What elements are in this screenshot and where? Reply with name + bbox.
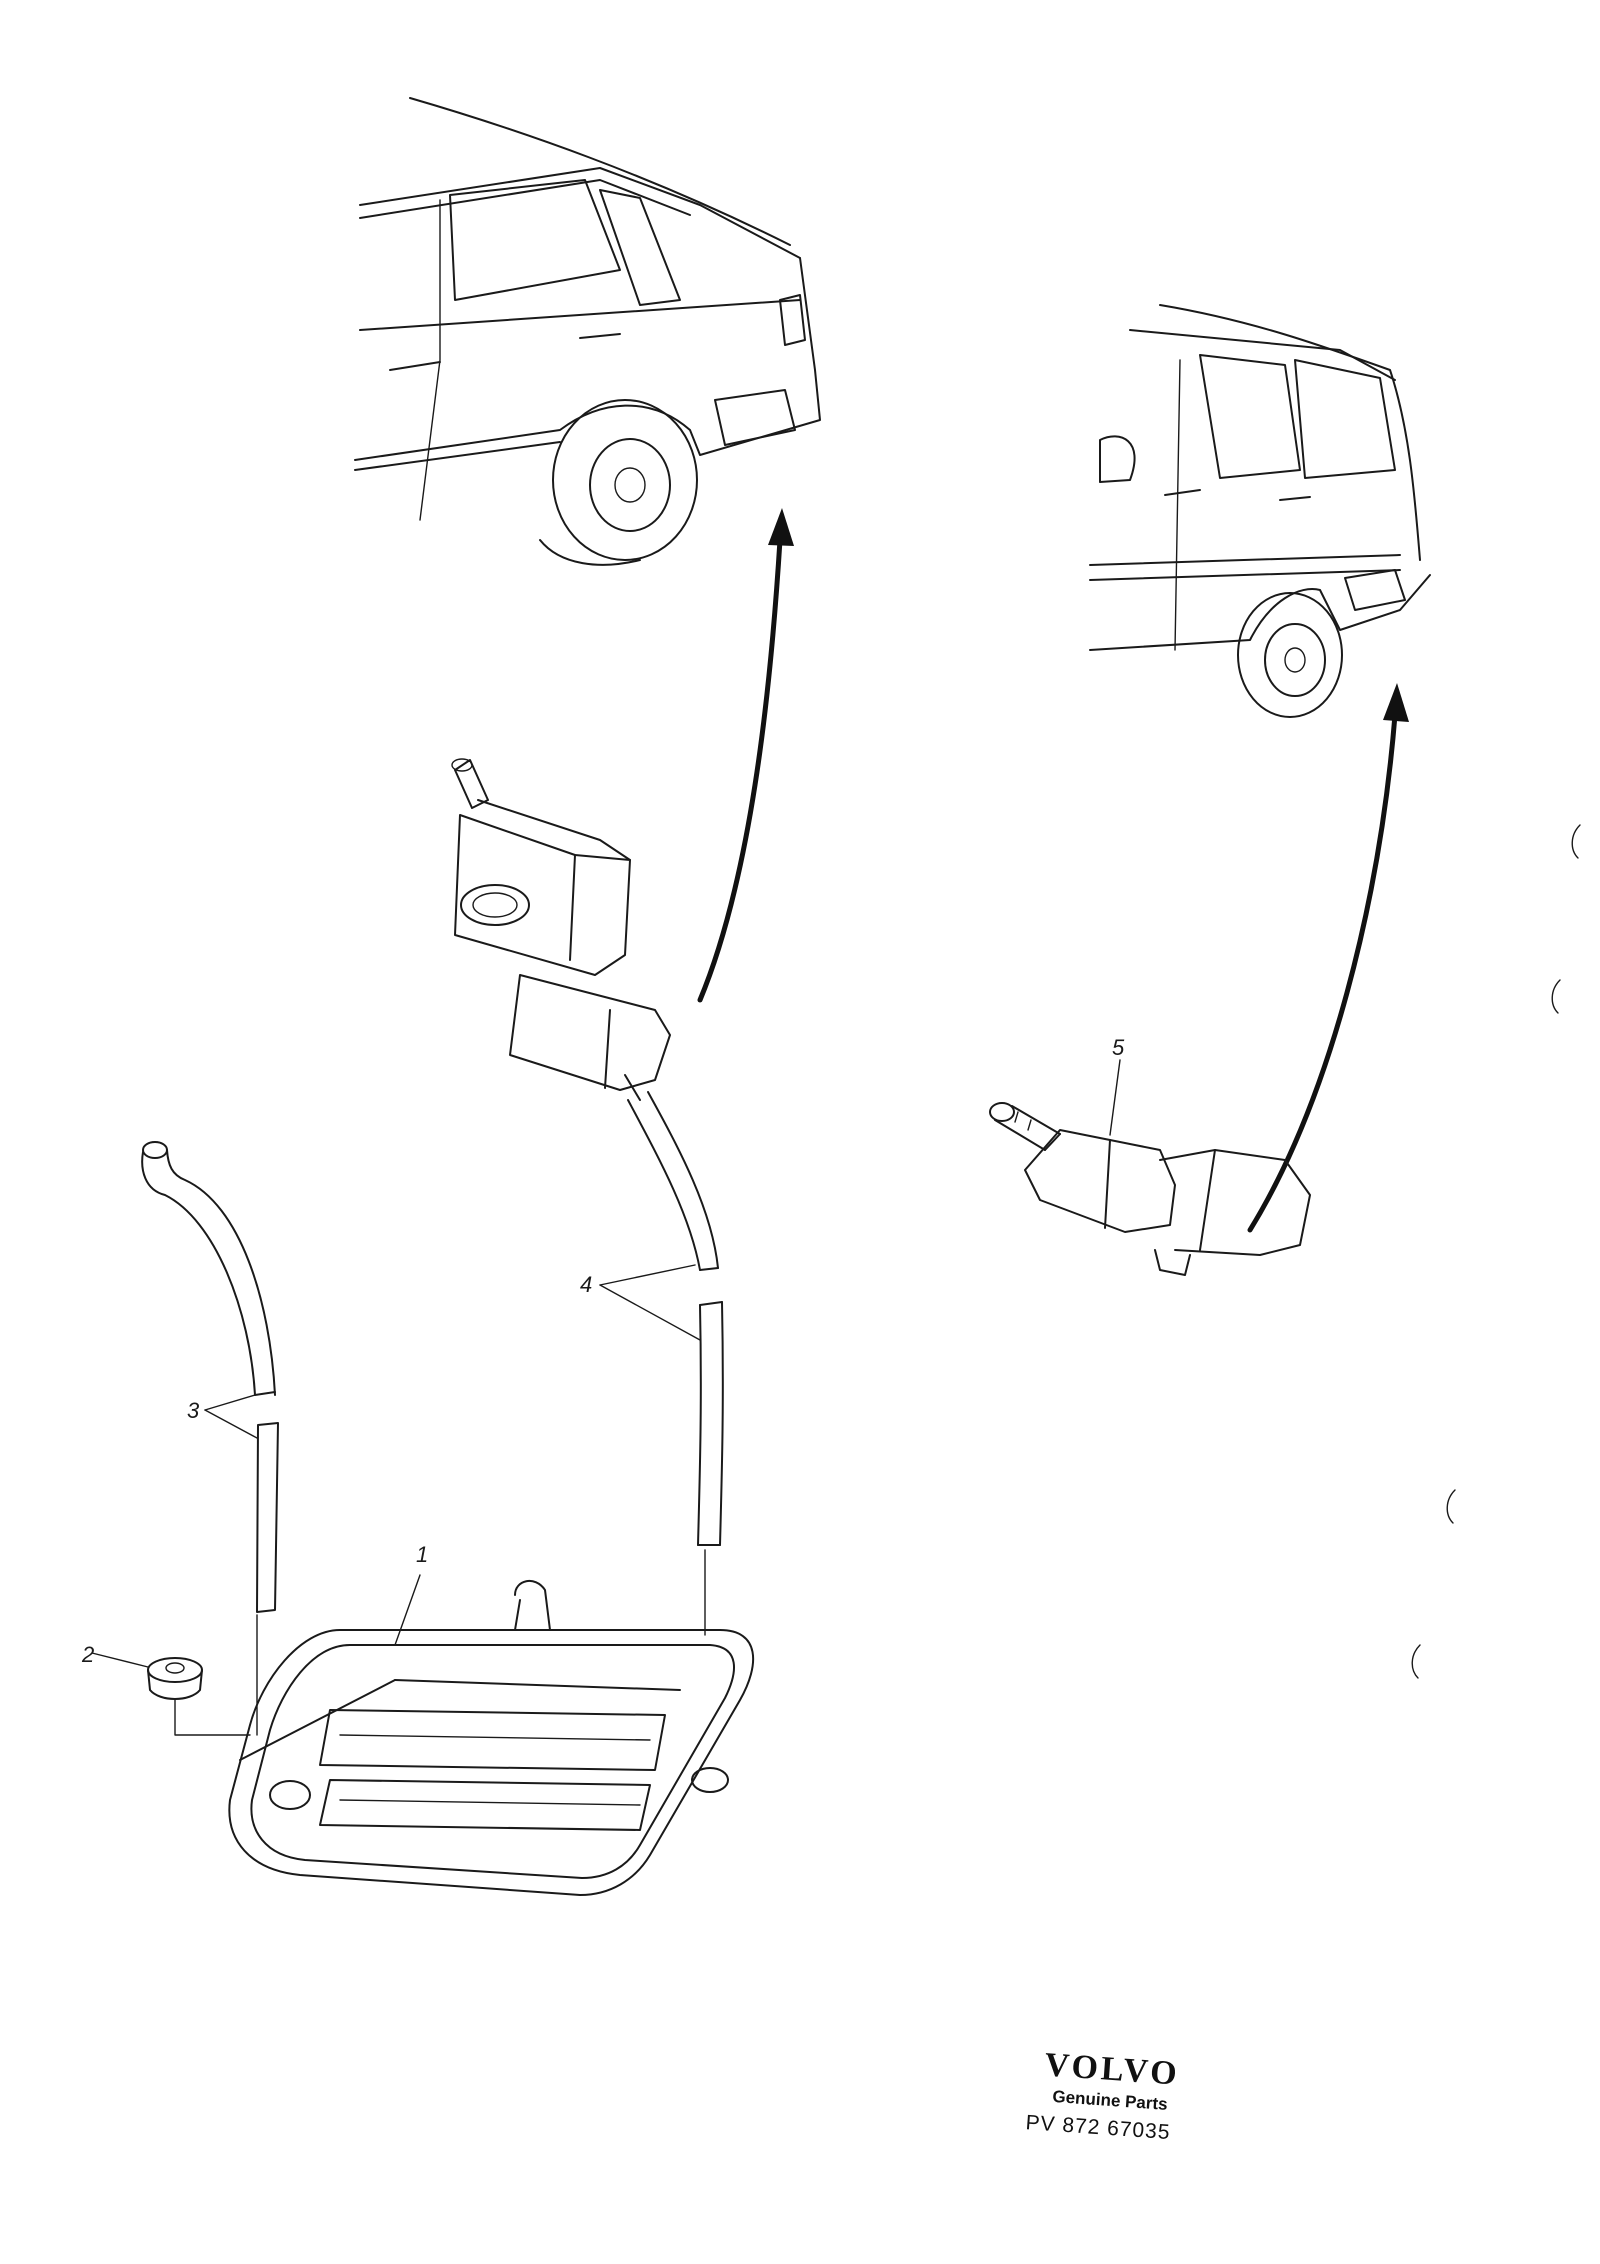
leader-4a	[599, 1264, 696, 1286]
grommet-2	[147, 1657, 251, 1736]
brand-name: VOLVO	[1043, 2046, 1180, 2092]
callout-5: 5	[1112, 1035, 1125, 1060]
sedan-illustration	[354, 97, 821, 566]
leader-2	[91, 1652, 149, 1668]
leader-3b	[204, 1409, 258, 1439]
sedan-lamp-connector	[451, 758, 671, 1101]
hose-3	[141, 1141, 279, 1613]
callout-4: 4	[580, 1272, 592, 1297]
arrow-to-sedan	[697, 537, 783, 1003]
brand-tagline: Genuine Parts	[1052, 2087, 1168, 2114]
leader-4b	[599, 1284, 701, 1341]
estate-lamp-connector-5	[989, 1102, 1311, 1276]
hose-4	[627, 1091, 724, 1546]
margin-mark	[1446, 1489, 1456, 1524]
leader-5	[1109, 1059, 1121, 1136]
arrow-head-estate	[1383, 683, 1409, 722]
margin-mark	[1551, 979, 1561, 1014]
leader-1	[394, 1574, 421, 1646]
estate-illustration	[1089, 304, 1431, 718]
leader-3a	[204, 1394, 256, 1411]
arrow-to-estate	[1247, 712, 1398, 1233]
margin-mark	[1411, 1644, 1421, 1679]
callout-3: 3	[187, 1398, 200, 1423]
margin-mark	[1571, 824, 1581, 859]
arrow-head-sedan	[768, 508, 794, 546]
brand-block: VOLVO Genuine Parts PV 872 67035	[1025, 2046, 1181, 2144]
callout-1: 1	[416, 1542, 428, 1567]
lamp-housing-1	[228, 1580, 754, 1896]
callout-2: 2	[81, 1642, 94, 1667]
brand-code: PV 872 67035	[1025, 2111, 1171, 2144]
